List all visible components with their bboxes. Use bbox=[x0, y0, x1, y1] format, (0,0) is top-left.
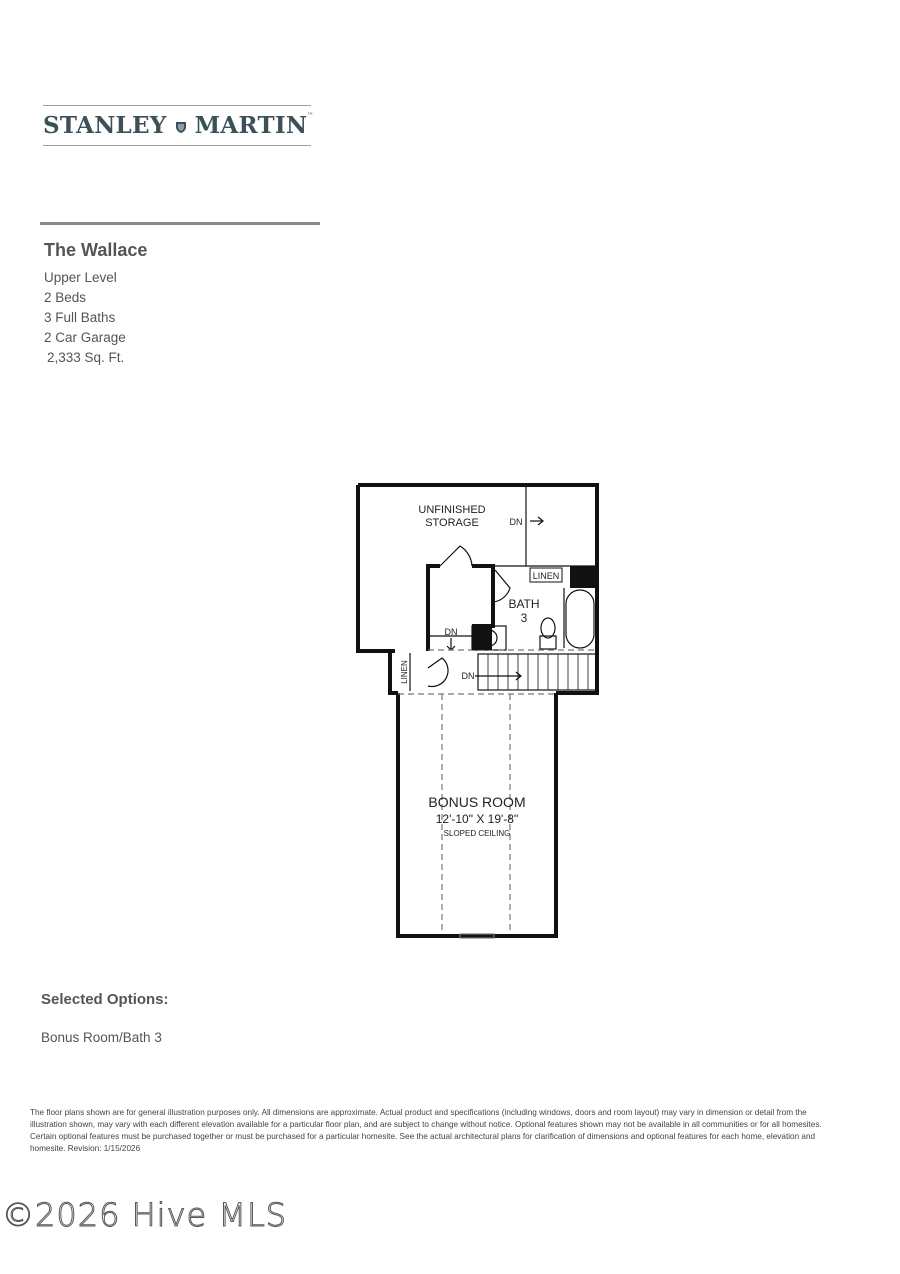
floor-plan-diagram: UNFINISHED STORAGE DN LINEN BATH 3 DN DN… bbox=[356, 483, 599, 939]
brand-logo: STANLEY MARTIN™ bbox=[43, 112, 323, 139]
room-label-bath: BATH bbox=[508, 597, 539, 611]
room-label-bath-number: 3 bbox=[521, 611, 528, 625]
logo-text-right: MARTIN bbox=[194, 112, 308, 139]
linen-label-side: LINEN bbox=[400, 660, 409, 684]
spec-level: Upper Level bbox=[44, 270, 117, 285]
room-label-bonus: BONUS ROOM bbox=[428, 794, 525, 810]
spec-garage: 2 Car Garage bbox=[44, 330, 126, 345]
storage-dn-label: DN bbox=[510, 517, 523, 527]
selected-option-item: Bonus Room/Bath 3 bbox=[41, 1030, 162, 1045]
shield-icon bbox=[175, 122, 186, 133]
logo-text-left: STANLEY bbox=[43, 112, 167, 139]
spec-baths: 3 Full Baths bbox=[44, 310, 116, 325]
room-label-storage-2: STORAGE bbox=[425, 517, 479, 529]
title-divider bbox=[40, 222, 320, 225]
linen-label-top: LINEN bbox=[533, 571, 560, 581]
selected-options-title: Selected Options: bbox=[41, 991, 169, 1008]
plan-specs: Upper Level 2 Beds 3 Full Baths 2 Car Ga… bbox=[44, 268, 126, 368]
copyright-watermark: ©2026 Hive MLS bbox=[1, 1196, 288, 1235]
spec-sqft: 2,333 Sq. Ft. bbox=[47, 350, 125, 365]
legal-disclaimer: The floor plans shown are for general il… bbox=[30, 1108, 822, 1153]
bonus-dimensions: 12'-10" X 19'-8" bbox=[436, 812, 518, 826]
stair-dn-label: DN bbox=[462, 671, 475, 681]
room-label-storage-1: UNFINISHED bbox=[418, 504, 485, 516]
spec-beds: 2 Beds bbox=[44, 290, 87, 305]
bonus-ceiling-note: SLOPED CEILING bbox=[444, 829, 511, 838]
trademark-symbol: ™ bbox=[307, 112, 314, 119]
logo-top-rule bbox=[43, 105, 311, 106]
plan-title: The Wallace bbox=[44, 240, 148, 260]
logo-bottom-rule bbox=[43, 145, 311, 146]
hall-dn-label: DN bbox=[445, 627, 458, 637]
